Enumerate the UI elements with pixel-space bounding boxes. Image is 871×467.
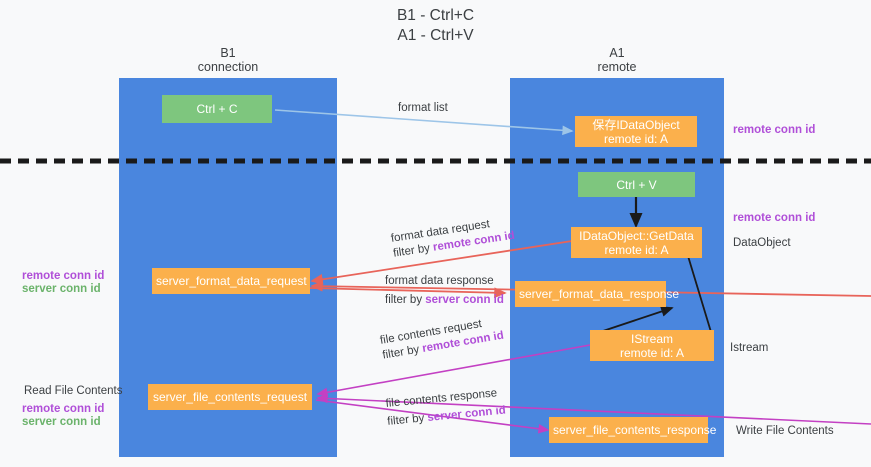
node-ctrl-c[interactable]: Ctrl + C: [162, 95, 272, 123]
diagram-title: B1 - Ctrl+C A1 - Ctrl+V: [0, 6, 871, 46]
fcresp-key: server conn id: [426, 404, 507, 424]
edge-label-file-contents-response: file contents response filter by server …: [385, 386, 507, 430]
node-server-format-data-request-line1: server_format_data_request: [156, 274, 307, 288]
column-header-b1-name: B1: [220, 46, 236, 60]
node-ctrl-v[interactable]: Ctrl + V: [578, 172, 695, 197]
node-server-file-contents-request-line1: server_file_contents_request: [152, 390, 308, 404]
node-getdata-line1: IDataObject::GetData: [579, 228, 694, 243]
node-istream-line2: remote id: A: [619, 345, 685, 360]
node-getdata-line2: remote id: A: [604, 242, 669, 257]
edge-label-format-list: format list: [398, 102, 448, 114]
side-label-istream: Istream: [730, 342, 769, 354]
side-label-left-mid-remote: remote conn id: [22, 270, 105, 282]
node-getdata[interactable]: IDataObject::GetData remote id: A: [571, 227, 702, 258]
node-save-idataobject-line1: 保存IDataObject: [592, 117, 680, 132]
edge-label-format-data-response: format data response filter by server co…: [385, 274, 504, 308]
title-line-1: B1 - Ctrl+C: [396, 7, 475, 24]
edge-label-format-data-response-line1: format data response: [385, 275, 494, 287]
edge-label-format-data-response-line2: filter by server conn id: [385, 293, 504, 308]
node-server-format-data-request[interactable]: server_format_data_request: [152, 268, 310, 294]
node-istream-line1: IStream: [630, 331, 673, 346]
edge-label-format-data-request: format data request filter by remote con…: [390, 214, 516, 262]
side-label-read-file-contents: Read File Contents: [24, 385, 123, 397]
column-header-b1-role: connection: [197, 60, 259, 74]
side-label-left-bot-server: server conn id: [22, 416, 101, 428]
column-header-b1: B1 connection: [119, 46, 337, 74]
side-label-right-mid-remote: remote conn id: [733, 212, 816, 224]
node-server-file-contents-response[interactable]: server_file_contents_response: [549, 417, 717, 443]
node-ctrl-c-line1: Ctrl + C: [196, 102, 238, 116]
node-server-file-contents-request[interactable]: server_file_contents_request: [148, 384, 312, 410]
node-save-idataobject-line2: remote id: A: [603, 131, 669, 146]
node-server-format-data-response-line1: server_format_data_response: [519, 287, 680, 301]
node-save-idataobject[interactable]: 保存IDataObject remote id: A: [575, 116, 697, 147]
node-server-format-data-response[interactable]: server_format_data_response: [515, 281, 680, 307]
node-server-file-contents-response-line1: server_file_contents_response: [553, 423, 717, 437]
side-label-write-file-contents: Write File Contents: [736, 425, 834, 437]
column-header-a1-name: A1: [609, 46, 625, 60]
fdresp-key: server conn id: [425, 294, 504, 306]
fcresp-prefix: filter by: [386, 412, 429, 428]
side-label-left-bot-remote: remote conn id: [22, 403, 105, 415]
side-label-right-top-remote: remote conn id: [733, 124, 816, 136]
title-line-2: A1 - Ctrl+V: [397, 27, 474, 44]
side-label-left-mid-server: server conn id: [22, 283, 101, 295]
fdresp-prefix: filter by: [385, 294, 426, 306]
column-header-a1: A1 remote: [510, 46, 724, 74]
node-ctrl-v-line1: Ctrl + V: [616, 177, 657, 192]
node-istream[interactable]: IStream remote id: A: [590, 330, 714, 361]
edge-label-file-contents-request: file contents request filter by remote c…: [379, 314, 505, 364]
column-header-a1-role: remote: [597, 60, 637, 74]
side-label-dataobject: DataObject: [733, 237, 791, 249]
